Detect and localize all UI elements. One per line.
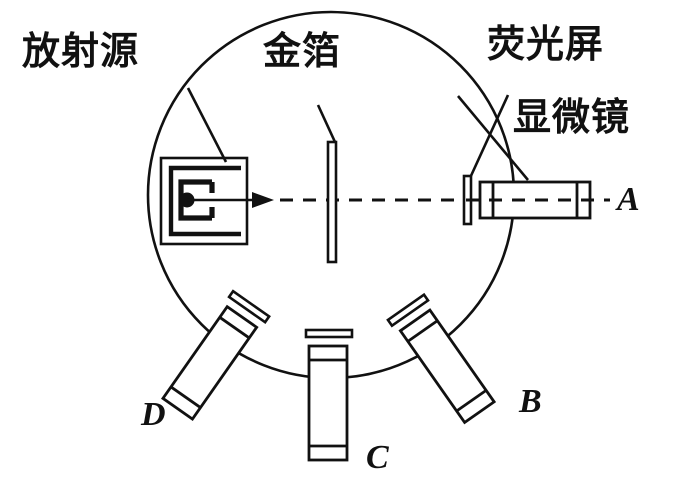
detector-d-microscope-tube (160, 304, 259, 421)
label-fluorescent-screen: 荧光屏 (487, 21, 605, 66)
detector-d-eyepiece-ring (170, 385, 202, 409)
detector-label-b: B (519, 383, 542, 420)
detector-label-c: C (366, 439, 389, 476)
detector-b-fluorescent-screen (386, 292, 430, 328)
detector-d-fluorescent-screen (227, 289, 271, 325)
detector-label-a: A (617, 181, 640, 218)
detector-c-microscope-tube (307, 344, 349, 462)
gold-foil (326, 140, 338, 264)
detector-b-assembly (386, 292, 497, 425)
leader-line-microscope (457, 95, 529, 181)
detector-a-assembly (462, 174, 610, 226)
detector-d-assembly (160, 289, 271, 421)
leader-line-screen (468, 94, 510, 179)
label-microscope: 显微镜 (513, 94, 631, 139)
leader-line-source (186, 87, 228, 163)
source-inner-shield (168, 165, 241, 237)
detector-c-assembly (304, 328, 354, 462)
detector-c-fluorescent-screen (304, 328, 354, 339)
detector-b-objective-ring (407, 319, 439, 343)
detector-d-objective-ring (218, 316, 251, 340)
label-radiation-source: 放射源 (22, 28, 140, 73)
detector-b-microscope-tube (398, 308, 497, 425)
alpha-beam-arrowhead (252, 192, 274, 208)
detector-label-d: D (141, 396, 166, 433)
detector-b-eyepiece-ring (455, 389, 487, 413)
leader-line-foil (316, 104, 337, 143)
label-gold-foil: 金箔 (263, 28, 342, 73)
radiation-source-assembly (159, 156, 249, 246)
